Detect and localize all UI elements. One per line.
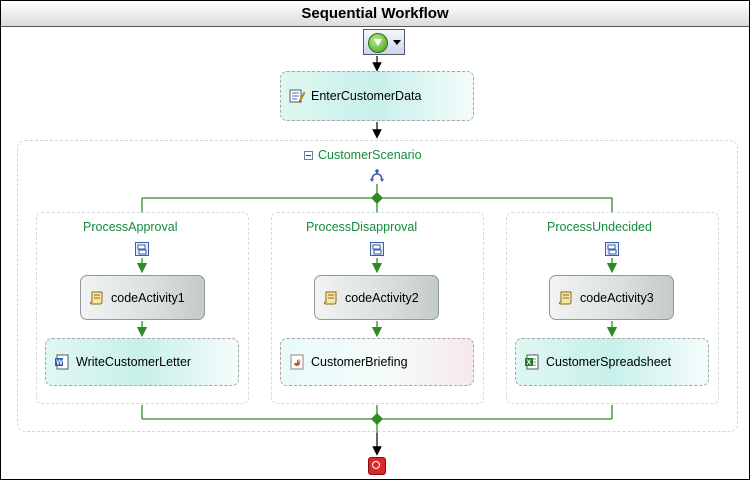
code-scroll-icon <box>324 291 337 304</box>
code-activity-1[interactable]: codeActivity1 <box>80 275 205 320</box>
activity-label: codeActivity2 <box>345 290 419 305</box>
powerpoint-icon <box>290 354 304 370</box>
activity-label: codeActivity3 <box>580 290 654 305</box>
code-scroll-icon <box>90 291 103 304</box>
excel-icon: X <box>525 354 539 370</box>
form-icon <box>289 89 305 103</box>
sequence-icon <box>370 242 384 256</box>
green-down-arrow-icon <box>368 33 388 53</box>
activity-label: EnterCustomerData <box>311 89 422 103</box>
chevron-down-icon[interactable] <box>393 40 401 45</box>
activity-label: WriteCustomerLetter <box>76 355 192 369</box>
branch-label: ProcessUndecided <box>547 220 652 234</box>
activity-customer-spreadsheet[interactable]: X CustomerSpreadsheet <box>515 338 709 386</box>
start-button[interactable] <box>363 29 405 55</box>
sequence-icon <box>605 242 619 256</box>
branch-label: ProcessDisapproval <box>306 220 418 234</box>
branch-process-undecided[interactable] <box>506 212 719 404</box>
branch-label: ProcessApproval <box>83 220 178 234</box>
activity-label: codeActivity1 <box>111 290 185 305</box>
scenario-label: CustomerScenario <box>318 148 422 162</box>
activity-write-customer-letter[interactable]: W WriteCustomerLetter <box>45 338 239 386</box>
word-doc-icon: W <box>55 354 69 370</box>
customer-scenario-container[interactable] <box>17 140 738 432</box>
activity-customer-briefing[interactable]: CustomerBriefing <box>280 338 474 386</box>
activity-label: CustomerBriefing <box>311 355 408 369</box>
branch-process-disapproval[interactable] <box>271 212 484 404</box>
activity-label: CustomerSpreadsheet <box>546 355 672 369</box>
parallel-branch-icon <box>370 169 384 182</box>
stop-icon[interactable] <box>368 457 386 475</box>
code-activity-2[interactable]: codeActivity2 <box>314 275 439 320</box>
collapse-icon[interactable] <box>304 151 313 160</box>
branch-diamond-bottom <box>371 413 383 425</box>
svg-text:W: W <box>56 360 63 367</box>
activity-enter-customer-data[interactable]: EnterCustomerData <box>280 71 474 121</box>
code-activity-3[interactable]: codeActivity3 <box>549 275 674 320</box>
workflow-title: Sequential Workflow <box>1 1 749 27</box>
code-scroll-icon <box>559 291 572 304</box>
branch-diamond-top <box>371 192 383 204</box>
branch-process-approval[interactable] <box>36 212 249 404</box>
sequence-icon <box>135 242 149 256</box>
svg-text:X: X <box>527 360 532 367</box>
